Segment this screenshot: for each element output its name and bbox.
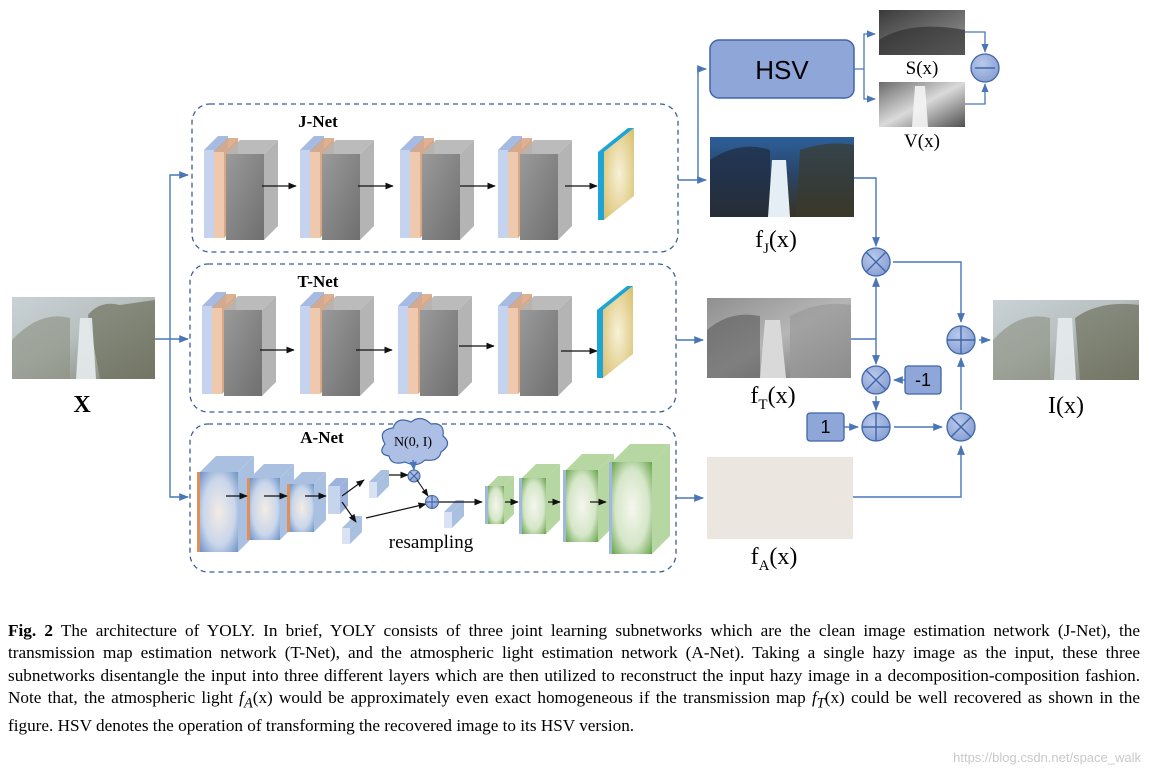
jnet-block: J-Net (191, 103, 679, 253)
anet-latent-vector (444, 500, 464, 528)
jnet-layers (204, 128, 634, 240)
conv-layer-j0-c (226, 140, 278, 240)
ft-image (707, 298, 851, 378)
caption-fa-subscript: A (243, 695, 253, 712)
conv-layer-j1-c (322, 140, 374, 240)
input-hazy-image (12, 297, 155, 379)
caption-fa-arg: (x) (252, 688, 273, 708)
output-label: I(x) (1048, 393, 1084, 419)
conv-layer-t0-c (224, 296, 276, 396)
tnet-layers (202, 286, 633, 396)
jnet-output-map (598, 128, 634, 220)
anet-decoder-3 (563, 454, 614, 542)
input-label: X (73, 392, 91, 418)
figure-label: Fig. 2 (8, 621, 53, 640)
resampling-label: resampling (389, 532, 474, 553)
anet-decoder-4 (609, 444, 670, 554)
composition-graph (844, 177, 991, 498)
hsv-label: HSV (755, 55, 809, 85)
minus-one-label: -1 (915, 370, 931, 390)
noise-cloud: N(0, I) (381, 417, 449, 466)
s-channel-label: S(x) (906, 58, 939, 79)
anet-encoder-3 (287, 472, 326, 532)
tnet-title: T-Net (298, 272, 339, 291)
minus-one-box: -1 (904, 365, 942, 395)
noise-label: N(0, I) (394, 435, 432, 450)
anet-title: A-Net (300, 428, 344, 447)
fa-label: fA(x) (751, 544, 798, 574)
add-node-final (946, 325, 976, 355)
v-channel-label: V(x) (904, 131, 940, 152)
anet-decoder-1 (485, 476, 514, 524)
anet-decoder-2 (519, 464, 560, 534)
caption-ft-arg: (x) (824, 688, 845, 708)
conv-layer-j2-c (422, 140, 474, 240)
add-node-middle (861, 412, 891, 442)
conv-layer-j3-c (520, 140, 572, 240)
caption-text-3: could be well recovered as shown in the … (8, 688, 1140, 736)
tnet-dashed-box (189, 263, 677, 413)
one-label: 1 (820, 417, 830, 437)
anet-std-vector (342, 516, 362, 544)
resampling-ops: resampling (389, 459, 474, 553)
caption-text-1: The architecture of YOLY. In brief, YOLY… (8, 621, 1140, 708)
caption-fa-symbol: f (239, 688, 244, 708)
anet-encoder-1 (197, 456, 254, 552)
watermark: https://blog.csdn.net/space_walk (953, 750, 1141, 765)
caption-ft-subscript: T (816, 695, 825, 712)
anet-encoder-2 (247, 464, 294, 540)
caption-text-2: would be approximately even exact homoge… (272, 688, 812, 708)
one-box: 1 (806, 412, 845, 442)
output-image (993, 300, 1139, 380)
anet-mean-vector (369, 470, 389, 498)
conv-layer-t3-c (520, 296, 572, 396)
fj-label: fJ(x) (755, 227, 797, 257)
conv-layer-t1-c (322, 296, 374, 396)
caption-ft-symbol: f (811, 688, 817, 708)
multiply-node-middle (861, 365, 891, 395)
ft-label: fT(x) (750, 383, 795, 413)
yoly-architecture-diagram: X J-Net T-Net A-Net N(0, I) resampling (12, 10, 1139, 574)
figure-caption: Fig. 2 The architecture of YOLY. In brie… (8, 620, 1140, 737)
hsv-branch: HSV S(x) V(x) (678, 10, 1000, 184)
input-connector (155, 171, 189, 501)
tnet-output-map (597, 286, 633, 378)
tnet-block: T-Net (189, 263, 677, 413)
jnet-title: J-Net (298, 112, 338, 131)
anet-bottleneck (328, 478, 348, 514)
multiply-node-top (861, 247, 891, 277)
jnet-dashed-box (191, 103, 679, 253)
multiply-node-bottom (946, 412, 976, 442)
fj-image (710, 137, 854, 217)
anet-layers (197, 444, 670, 554)
fa-image (707, 457, 853, 539)
